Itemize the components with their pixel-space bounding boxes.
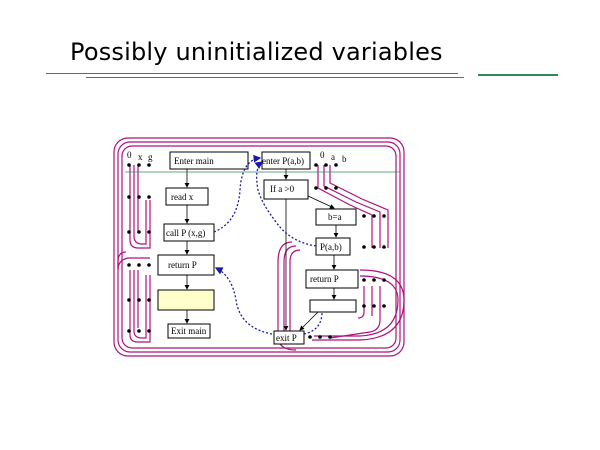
node-return-p <box>305 269 359 289</box>
node-empty-p <box>309 299 357 313</box>
node-highlighted-main <box>157 289 215 311</box>
node-b-eq-a-label: b=a <box>328 212 342 222</box>
node-call-p-recursive <box>315 237 351 256</box>
node-enter-main-label: Enter main <box>174 156 214 166</box>
var-labels-p: 0 a b <box>320 150 347 164</box>
node-call-p-label: call P (x,g) <box>166 228 205 238</box>
var-label-b: b <box>342 154 347 164</box>
fact-track-p <box>277 165 405 351</box>
title-underline-left <box>46 73 458 74</box>
title-underline-right <box>478 74 558 76</box>
node-if-a-gt-0-label: If a >0 <box>270 184 295 194</box>
fact-track-main <box>117 165 151 343</box>
var-label-0: 0 <box>127 150 132 160</box>
return-edge-p-to-main <box>214 267 273 335</box>
node-exit-main <box>167 323 211 339</box>
var-label-a: a <box>331 152 335 162</box>
var-labels-main: 0 x g <box>127 150 153 162</box>
node-exit-main-label: Exit main <box>171 326 207 336</box>
node-enter-main <box>169 151 249 170</box>
interprocedural-edges <box>213 154 323 335</box>
var-label-x: x <box>138 152 143 162</box>
node-read-x-label: read x <box>171 192 194 202</box>
node-call-p-recursive-label: P(a,b) <box>320 242 342 252</box>
main-procedure: 0 x g Enter main read x call P (x,g) ret… <box>127 150 249 339</box>
node-return-p-main-label: return P <box>168 260 197 270</box>
fact-nodes <box>127 163 386 339</box>
node-call-p <box>163 223 215 242</box>
fact-track-outer <box>113 137 405 357</box>
call-edge-recursive <box>254 161 317 247</box>
title-underline-left-lower <box>86 77 464 78</box>
return-edge-p-to-p <box>303 311 323 335</box>
p-procedure: enter P(a,b) 0 a b If a >0 b=a P(a,b) re… <box>261 150 359 345</box>
call-edge-main-to-p <box>213 154 262 233</box>
node-return-p-main <box>157 254 215 276</box>
var-label-g: g <box>148 152 153 162</box>
p-cfg-edges <box>283 169 339 331</box>
node-exit-p-label: exit P <box>276 333 297 343</box>
node-return-p-label: return P <box>310 274 339 284</box>
node-enter-p-label: enter P(a,b) <box>262 156 304 166</box>
slide-title: Possibly uninitialized variables <box>70 38 443 66</box>
var-label-p-0: 0 <box>320 150 325 160</box>
node-exit-p <box>273 330 305 345</box>
